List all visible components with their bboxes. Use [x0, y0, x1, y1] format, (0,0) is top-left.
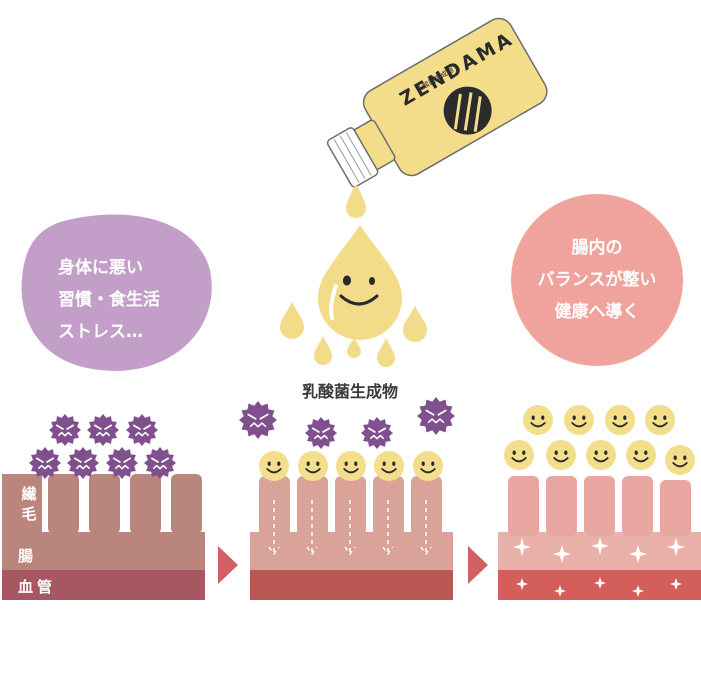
villus [48, 474, 79, 534]
bad-microbe-icon [126, 414, 158, 446]
villus [335, 476, 366, 536]
drop-small-top [346, 183, 366, 218]
smiley-bacteria-icon [413, 451, 443, 481]
bad-habits-line: 習慣・食生活 [58, 290, 160, 310]
smiley-bacteria-icon [586, 440, 616, 470]
good-bacteria [259, 405, 695, 481]
villus [411, 476, 442, 536]
lactic-acid-caption: 乳酸菌生成物 [301, 382, 398, 401]
villus [508, 476, 539, 536]
bad-habits-line: 身体に悪い [58, 258, 143, 278]
absorption-arrows [268, 500, 432, 556]
smiley-bacteria-icon [298, 451, 328, 481]
panel-treatment [250, 476, 453, 600]
drop-bottom-right [377, 338, 395, 367]
drop-bottom-left [314, 336, 332, 365]
bad-microbe-icon [29, 447, 61, 479]
arrow-right-2 [468, 546, 488, 584]
panel-bad [2, 474, 205, 600]
panel-good [498, 476, 701, 600]
intestine-layer-bad [2, 532, 205, 570]
drop-bottom-center [347, 338, 361, 358]
good-balance-bubble [511, 194, 683, 366]
villus [373, 476, 404, 536]
bad-microbe-icon [67, 447, 99, 479]
villus [584, 476, 615, 536]
villus-label: 繊毛 [21, 485, 37, 523]
arrow-right-1 [218, 546, 238, 584]
villus [660, 480, 691, 536]
bad-microbe-icon [106, 447, 138, 479]
good-balance-line: 健康へ導く [554, 302, 640, 322]
smiley-bacteria-icon [546, 440, 576, 470]
bad-microbe-icon [239, 401, 277, 439]
bad-microbe-icon [144, 447, 176, 479]
villus [259, 476, 290, 536]
bad-microbe-icon [87, 414, 119, 446]
zendama-bottle [326, 17, 548, 188]
villus [297, 476, 328, 536]
villus [546, 476, 577, 536]
bad-microbe-icon [361, 417, 393, 449]
drop-smiling-large [318, 225, 402, 340]
smiley-bacteria-icon [564, 405, 594, 435]
villus [171, 474, 202, 534]
smiley-bacteria-icon [504, 440, 534, 470]
villus [89, 474, 120, 534]
intestine-label: 腸 [18, 547, 34, 565]
vessel-label: 血管 [18, 578, 57, 596]
bad-habits-bubble [21, 214, 212, 371]
bad-microbe-icon [49, 414, 81, 446]
smiley-bacteria-icon [523, 405, 553, 435]
sparkles [513, 537, 685, 597]
smiley-bacteria-icon [665, 445, 695, 475]
drops [280, 183, 427, 367]
vessel-layer-bad [2, 570, 205, 600]
drop-right [403, 306, 427, 342]
good-balance-text: 腸内の バランスが整い 健康へ導く [517, 232, 677, 328]
bad-microbe-icon [305, 417, 337, 449]
smiley-bacteria-icon [605, 405, 635, 435]
vessel-layer-mid [250, 570, 453, 600]
drop-left [280, 302, 304, 339]
good-balance-line: バランスが整い [537, 270, 657, 290]
smiley-bacteria-icon [626, 440, 656, 470]
good-balance-line: 腸内の [571, 238, 623, 258]
smiley-bacteria-icon [259, 451, 289, 481]
bad-habits-text: 身体に悪い 習慣・食生活 ストレス… [58, 252, 160, 348]
villus [622, 476, 653, 536]
smiley-bacteria-icon [336, 451, 366, 481]
villus [130, 474, 161, 534]
bad-microbe-icon [417, 397, 455, 435]
smiley-bacteria-icon [645, 405, 675, 435]
bad-habits-line: ストレス… [58, 322, 143, 342]
bad-microbes [29, 397, 455, 479]
smiley-bacteria-icon [374, 451, 404, 481]
